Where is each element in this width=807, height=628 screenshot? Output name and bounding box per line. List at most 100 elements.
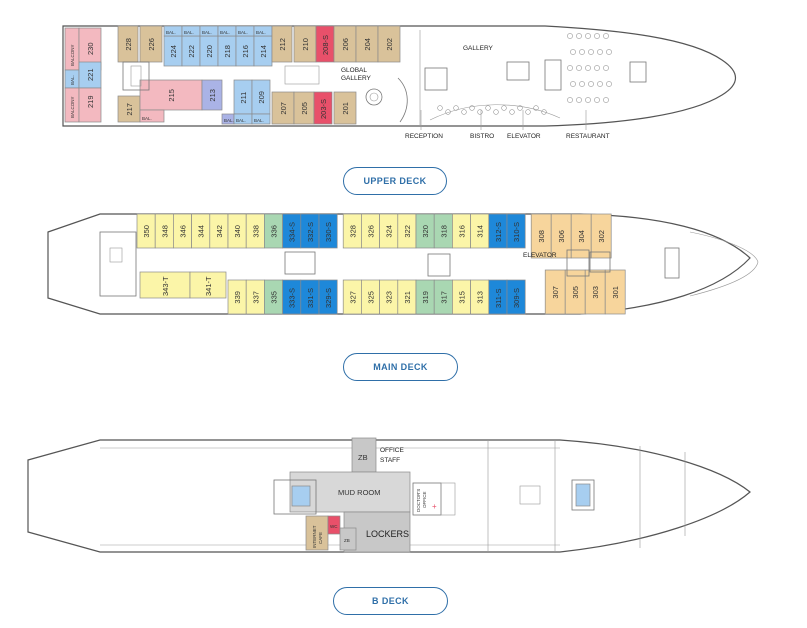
upper-deck-button[interactable]: UPPER DECK: [343, 167, 447, 195]
main-aft-stair: [109, 247, 123, 263]
elevator-shaft-main: [589, 251, 611, 273]
cabin-label: 310-S: [512, 222, 521, 242]
cabin-label: 305: [571, 286, 580, 299]
table-icon: [517, 105, 523, 111]
cabin-label: 319: [421, 291, 430, 304]
cabin-label: 301: [611, 286, 620, 299]
cabin-label-230: 230: [86, 42, 95, 55]
cabin-label: 208-S: [321, 35, 330, 55]
upper-stair-mid: [284, 65, 320, 85]
cabin-label: 206: [341, 38, 350, 51]
bal-label: BAL.: [142, 116, 152, 121]
cabin-label: 323: [385, 291, 394, 304]
cabin-label: 306: [557, 230, 566, 243]
gallery-stair: [424, 67, 448, 91]
cabin-309-S[interactable]: [506, 279, 526, 315]
table-icon: [606, 49, 612, 55]
cabin-label: 215: [167, 89, 176, 102]
bal-label: BAL.: [254, 118, 264, 123]
cabin-label: 224: [169, 45, 178, 58]
cabin-label: 337: [251, 291, 260, 304]
table-icon: [597, 49, 603, 55]
gallery-label: GALLERY: [463, 45, 494, 52]
table-icon: [588, 49, 594, 55]
global-gallery-stair-inner: [369, 92, 379, 102]
cabin-203-S[interactable]: [313, 91, 333, 125]
cabin-label: 325: [367, 291, 376, 304]
table-icon: [477, 109, 483, 115]
cabin-310-S[interactable]: [506, 213, 526, 249]
bal-label: BAL.: [166, 30, 176, 35]
restaurant-label: RESTAURANT: [566, 133, 610, 140]
table-icon: [597, 81, 603, 87]
elevator-label-main: ELEVATOR: [523, 252, 557, 259]
table-icon: [576, 65, 582, 71]
table-icon: [445, 109, 451, 115]
cabin-label: 205: [300, 102, 309, 115]
cabin-202[interactable]: [377, 25, 401, 63]
cabin-219[interactable]: [78, 87, 102, 123]
cabin-label: 311-S: [494, 289, 503, 308]
cabin-label: 313: [476, 291, 485, 304]
table-icon: [469, 105, 475, 111]
internet-label-2: CAFE: [318, 532, 323, 544]
cabin-215[interactable]: [139, 79, 203, 111]
zb-bottom-label: ZB: [344, 538, 350, 543]
cabin-label: 202: [385, 38, 394, 51]
cabin-label: 308: [537, 230, 546, 243]
cabin-label: 217: [125, 103, 134, 116]
cabin-label: 339: [233, 291, 242, 304]
bal-label: BAL.: [184, 30, 194, 35]
restaurant-tables: [567, 33, 612, 103]
cabin-201[interactable]: [333, 91, 357, 125]
wc-label: WC: [330, 524, 338, 529]
cabin-330-S[interactable]: [318, 213, 338, 249]
table-icon: [567, 65, 573, 71]
cabin-label: 314: [476, 225, 485, 238]
cabin-329-S[interactable]: [318, 279, 338, 315]
cabin-label: 333-S: [288, 288, 297, 308]
main-stair-fwd: [427, 253, 451, 277]
cabin-label: 318: [439, 225, 448, 238]
cabin-label: 307: [551, 286, 560, 299]
table-icon: [541, 109, 547, 115]
table-icon: [501, 105, 507, 111]
zb-bottom-room: [339, 527, 357, 551]
b-deck-button[interactable]: B DECK: [333, 587, 448, 615]
doctors-label-1: DOCTOR'S: [416, 489, 421, 512]
bow-outline-main: [689, 231, 759, 297]
table-icon: [567, 97, 573, 103]
elevator-shaft-upper: [506, 61, 530, 81]
mud-room-stair-area: [273, 479, 317, 515]
bal-label-aft: BAL.: [70, 75, 75, 85]
bistro-label: BISTRO: [470, 133, 494, 140]
cabin-302[interactable]: [590, 213, 612, 259]
cabin-label: 201: [341, 102, 350, 115]
mud-room-label: MUD ROOM: [338, 488, 381, 497]
cabin-212[interactable]: [271, 25, 293, 63]
cabin-301[interactable]: [604, 269, 626, 315]
cabin-label: 342: [215, 225, 224, 238]
global-gallery-label-2: GALLERY: [341, 75, 372, 82]
main-stair-mid: [284, 251, 316, 275]
cabin-label: 210: [301, 38, 310, 51]
cabin-label: 309-S: [512, 288, 521, 308]
bow-stair: [629, 61, 647, 83]
cabin-label: 302: [597, 230, 606, 243]
mud-room-stair: [291, 485, 311, 507]
cabin-label: 330-S: [324, 222, 333, 242]
cabin-label: 303: [591, 286, 600, 299]
cabin-label: 350: [142, 225, 151, 238]
table-icon: [585, 33, 591, 39]
cabin-341-T[interactable]: [189, 271, 227, 299]
cabin-226[interactable]: [139, 25, 163, 63]
table-icon: [493, 109, 499, 115]
main-deck-button[interactable]: MAIN DECK: [343, 353, 458, 381]
bal-label: BAL.: [220, 30, 230, 35]
cabin-213[interactable]: [201, 79, 223, 111]
internet-label-1: INTERNET: [312, 525, 317, 548]
